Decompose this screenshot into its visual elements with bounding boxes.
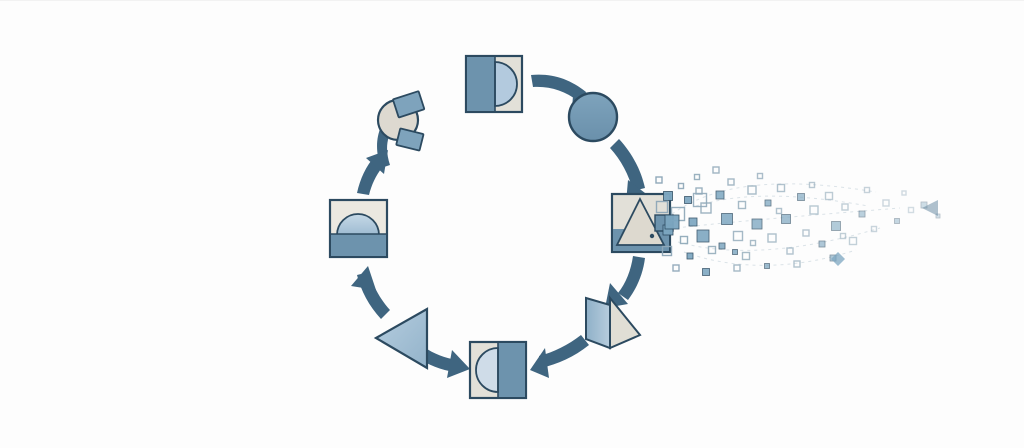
arrow-2 <box>531 74 586 101</box>
particle-square <box>684 196 692 204</box>
particle-square <box>693 173 701 181</box>
node-bottom-split-square-right-half <box>498 343 525 397</box>
particle-square <box>692 192 708 208</box>
node-triangle-left-body <box>373 307 429 370</box>
particle-square <box>733 264 741 272</box>
particle-square <box>764 199 772 207</box>
node-top-split-square-semicircle <box>494 61 518 107</box>
node-circle-tabs[interactable] <box>376 90 426 152</box>
particle-square <box>894 218 900 224</box>
particle-square <box>672 264 680 272</box>
particle-square <box>793 260 801 268</box>
particle-square <box>751 218 763 230</box>
particle-square <box>661 245 673 257</box>
particle-square <box>831 221 841 231</box>
top-hairline-divider <box>0 0 1024 1</box>
node-wedge-back-face <box>585 296 611 350</box>
particle-square <box>737 200 747 210</box>
particle-square <box>870 225 878 233</box>
particle-trail <box>677 227 881 251</box>
node-wedge[interactable] <box>585 295 642 350</box>
far-right-triangle-marker <box>922 200 938 216</box>
particle-square <box>839 232 847 240</box>
particle-square <box>901 190 907 196</box>
arrow-5 <box>539 335 589 368</box>
particle-square <box>818 240 826 248</box>
particle-square <box>732 230 744 242</box>
node-wedge-front-triangle <box>609 295 642 350</box>
particle-square <box>679 235 689 245</box>
particle-square <box>663 191 673 201</box>
particle-square <box>664 214 680 230</box>
node-arch-square-arch <box>336 213 380 236</box>
particle-square <box>696 229 710 243</box>
arrow-6-head <box>447 350 470 378</box>
particle-trail <box>695 195 869 207</box>
node-arch-square[interactable] <box>328 198 389 259</box>
particle-square <box>907 206 915 214</box>
node-circle-body <box>567 91 619 143</box>
particle-square <box>802 229 810 237</box>
particle-square <box>786 247 794 255</box>
particle-square <box>848 236 858 246</box>
particle-square <box>809 205 819 215</box>
particle-square <box>688 217 698 227</box>
particle-square <box>863 186 871 194</box>
particle-square <box>776 183 786 193</box>
particle-square <box>686 252 694 260</box>
particle-square <box>727 178 735 186</box>
particle-markers <box>831 200 938 266</box>
particle-square <box>702 268 710 276</box>
particle-square <box>707 245 717 255</box>
particle-square <box>756 172 764 180</box>
node-top-split-square-left-half <box>467 57 495 111</box>
particle-square <box>677 182 685 190</box>
node-top-split-square[interactable] <box>464 54 524 114</box>
particle-square <box>741 251 751 261</box>
particle-square <box>882 199 890 207</box>
particle-square <box>732 249 738 255</box>
arrow-8-head <box>366 150 388 174</box>
particle-square <box>749 239 757 247</box>
arrow-3 <box>610 139 645 191</box>
particle-square <box>841 203 849 211</box>
node-bottom-split-square[interactable] <box>468 340 528 400</box>
particle-square <box>764 263 770 269</box>
particle-square <box>775 207 783 215</box>
particle-square <box>808 181 816 189</box>
diamond-marker <box>831 252 845 266</box>
node-triangle-left[interactable] <box>373 307 429 370</box>
particle-square <box>747 185 757 195</box>
node-triangle-panel[interactable] <box>610 192 674 254</box>
node-triangle-panel-dot <box>649 233 655 239</box>
particle-square <box>715 190 725 200</box>
particle-square <box>655 200 669 214</box>
node-circle-tabs-lower-tab <box>395 127 425 152</box>
node-triangle-panel-triangle <box>615 197 666 246</box>
particle-square <box>858 210 866 218</box>
particle-square <box>781 214 791 224</box>
particle-square <box>824 191 834 201</box>
particle-square <box>767 233 777 243</box>
particle-square <box>797 193 805 201</box>
arrow-5-head <box>530 348 549 378</box>
particle-square <box>718 242 726 250</box>
node-circle[interactable] <box>567 91 619 143</box>
node-circle-tabs-upper-tab <box>392 90 426 119</box>
arrow-ring <box>351 74 649 378</box>
node-arch-square-base-band <box>331 234 386 256</box>
particle-square <box>712 166 720 174</box>
particle-field <box>655 166 941 276</box>
particle-square <box>721 213 733 225</box>
arrow-7-head <box>351 266 376 290</box>
arrow-4 <box>618 256 645 300</box>
particle-square <box>655 176 663 184</box>
node-bottom-split-square-semicircle <box>475 347 499 393</box>
